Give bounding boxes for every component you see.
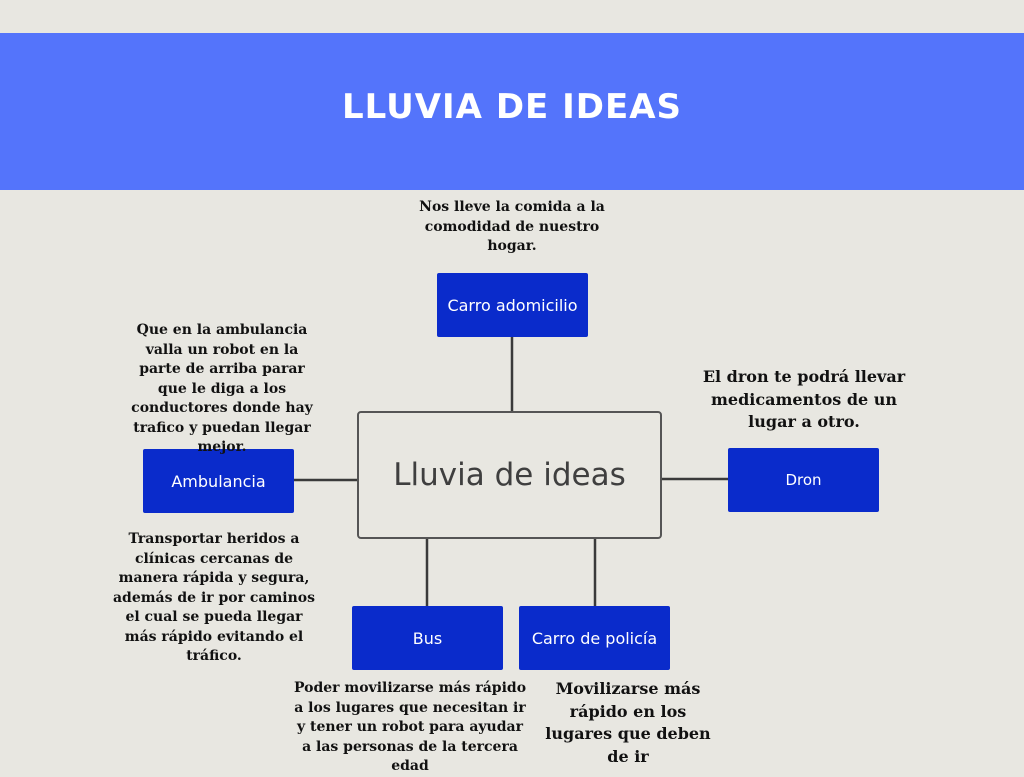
note-ambulancia-above: Que en la ambulancia valla un robot en l… xyxy=(131,322,313,455)
center-node: Lluvia de ideas xyxy=(357,411,662,539)
note-bus: Poder movilizarse más rápido a los lugar… xyxy=(293,680,527,774)
header-banner: LLUVIA DE IDEAS xyxy=(0,33,1024,190)
node-dron: Dron xyxy=(728,448,879,512)
node-bus: Bus xyxy=(352,606,503,670)
node-ambulancia: Ambulancia xyxy=(143,449,294,513)
page-title: LLUVIA DE IDEAS xyxy=(341,86,683,127)
node-carro-de-policia: Carro de policía xyxy=(519,606,670,670)
note-dron: El dron te podrá llevar medicamentos de … xyxy=(702,367,906,431)
node-carro-adomicilio: Carro adomicilio xyxy=(437,273,588,337)
note-carro-adomicilio: Nos lleve la comida a la comodidad de nu… xyxy=(419,199,605,254)
note-ambulancia-below: Transportar heridos a clínicas cercanas … xyxy=(112,531,316,664)
note-carro-de-policia: Movilizarse más rápido en los lugares qu… xyxy=(545,679,711,766)
